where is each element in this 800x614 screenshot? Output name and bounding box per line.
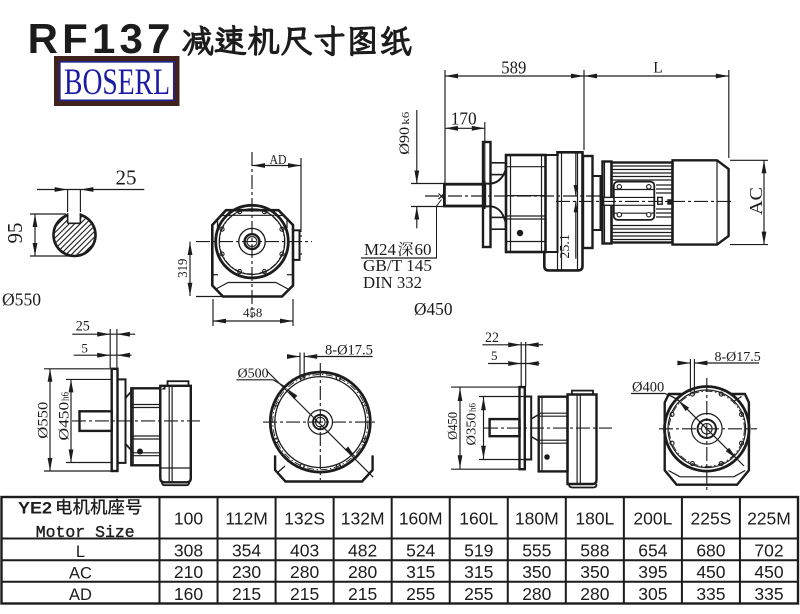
svg-text:319: 319	[175, 258, 190, 277]
svg-text:280: 280	[580, 584, 609, 604]
svg-text:450: 450	[696, 562, 725, 582]
svg-text:h6: h6	[468, 403, 478, 412]
svg-text:315: 315	[406, 562, 435, 582]
svg-text:k6: k6	[400, 111, 412, 125]
svg-text:DIN 332: DIN 332	[363, 273, 422, 292]
svg-text:308: 308	[174, 541, 203, 561]
svg-text:25: 25	[116, 166, 137, 190]
svg-text:450: 450	[754, 562, 783, 582]
svg-text:215: 215	[348, 584, 377, 604]
svg-text:AD: AD	[270, 152, 287, 167]
svg-text:350: 350	[580, 562, 609, 582]
svg-text:Ø500: Ø500	[238, 367, 269, 382]
svg-text:Ø550: Ø550	[2, 290, 41, 310]
svg-text:25: 25	[76, 319, 90, 335]
svg-text:Ø350: Ø350	[464, 413, 479, 446]
svg-text:AC: AC	[69, 565, 92, 583]
svg-text:M24: M24	[364, 240, 396, 259]
svg-text:60: 60	[415, 240, 432, 259]
svg-text:Ø450: Ø450	[57, 402, 73, 441]
svg-text:395: 395	[638, 562, 667, 582]
svg-text:5: 5	[81, 341, 88, 356]
svg-text:255: 255	[464, 584, 493, 604]
svg-text:AD: AD	[69, 586, 92, 604]
svg-text:RF137: RF137	[28, 15, 175, 62]
svg-text:112M: 112M	[225, 509, 267, 529]
svg-text:160: 160	[174, 584, 203, 604]
svg-text:555: 555	[522, 541, 551, 561]
svg-text:680: 680	[696, 541, 725, 561]
svg-text:22: 22	[485, 330, 499, 346]
svg-text:403: 403	[290, 541, 319, 561]
svg-text:215: 215	[232, 584, 261, 604]
svg-text:589: 589	[501, 58, 526, 78]
svg-text:280: 280	[290, 562, 319, 582]
svg-text:160M: 160M	[399, 509, 443, 529]
svg-text:BOSERL: BOSERL	[64, 62, 170, 103]
svg-text:280: 280	[522, 584, 551, 604]
svg-text:100: 100	[174, 509, 203, 529]
svg-text:200L: 200L	[633, 509, 672, 529]
svg-text:170: 170	[451, 108, 477, 128]
svg-text:AC: AC	[746, 187, 766, 215]
svg-text:524: 524	[406, 541, 435, 561]
svg-text:519: 519	[464, 541, 493, 561]
svg-text:180M: 180M	[515, 509, 559, 529]
svg-text:h6: h6	[61, 392, 72, 401]
svg-text:335: 335	[754, 584, 783, 604]
svg-text:280: 280	[348, 562, 377, 582]
svg-text:GB/T 145: GB/T 145	[363, 256, 432, 275]
svg-text:Ø400: Ø400	[632, 380, 664, 396]
svg-text:315: 315	[464, 562, 493, 582]
svg-text:8-Ø17.5: 8-Ø17.5	[715, 350, 761, 365]
svg-text:Ø450: Ø450	[414, 299, 453, 319]
svg-text:Motor Size: Motor Size	[36, 523, 135, 542]
svg-text:180L: 180L	[575, 509, 614, 529]
svg-text:5: 5	[491, 348, 498, 363]
svg-text:132M: 132M	[341, 509, 385, 529]
svg-text:Ø550: Ø550	[35, 402, 51, 439]
svg-text:335: 335	[696, 584, 725, 604]
svg-text:L: L	[653, 60, 662, 77]
svg-text:350: 350	[522, 562, 551, 582]
svg-text:354: 354	[232, 541, 261, 561]
svg-text:132S: 132S	[284, 509, 325, 529]
svg-text:210: 210	[174, 562, 203, 582]
svg-text:95: 95	[3, 223, 27, 244]
svg-text:255: 255	[406, 584, 435, 604]
svg-text:L: L	[76, 543, 85, 561]
svg-text:588: 588	[580, 541, 609, 561]
svg-text:Ø450: Ø450	[446, 412, 461, 440]
svg-text:215: 215	[290, 584, 319, 604]
svg-text:305: 305	[638, 584, 667, 604]
svg-text:225S: 225S	[690, 509, 731, 529]
svg-text:8-Ø17.5: 8-Ø17.5	[325, 343, 373, 359]
svg-text:458: 458	[243, 305, 262, 320]
svg-text:230: 230	[232, 562, 261, 582]
svg-text:654: 654	[638, 541, 667, 561]
svg-text:225M: 225M	[747, 509, 791, 529]
svg-text:702: 702	[754, 541, 783, 561]
svg-text:Ø90: Ø90	[397, 127, 413, 155]
svg-text:160L: 160L	[459, 509, 498, 529]
svg-text:YE2: YE2	[18, 498, 52, 517]
svg-text:25.1: 25.1	[557, 234, 572, 259]
svg-text:482: 482	[348, 541, 377, 561]
